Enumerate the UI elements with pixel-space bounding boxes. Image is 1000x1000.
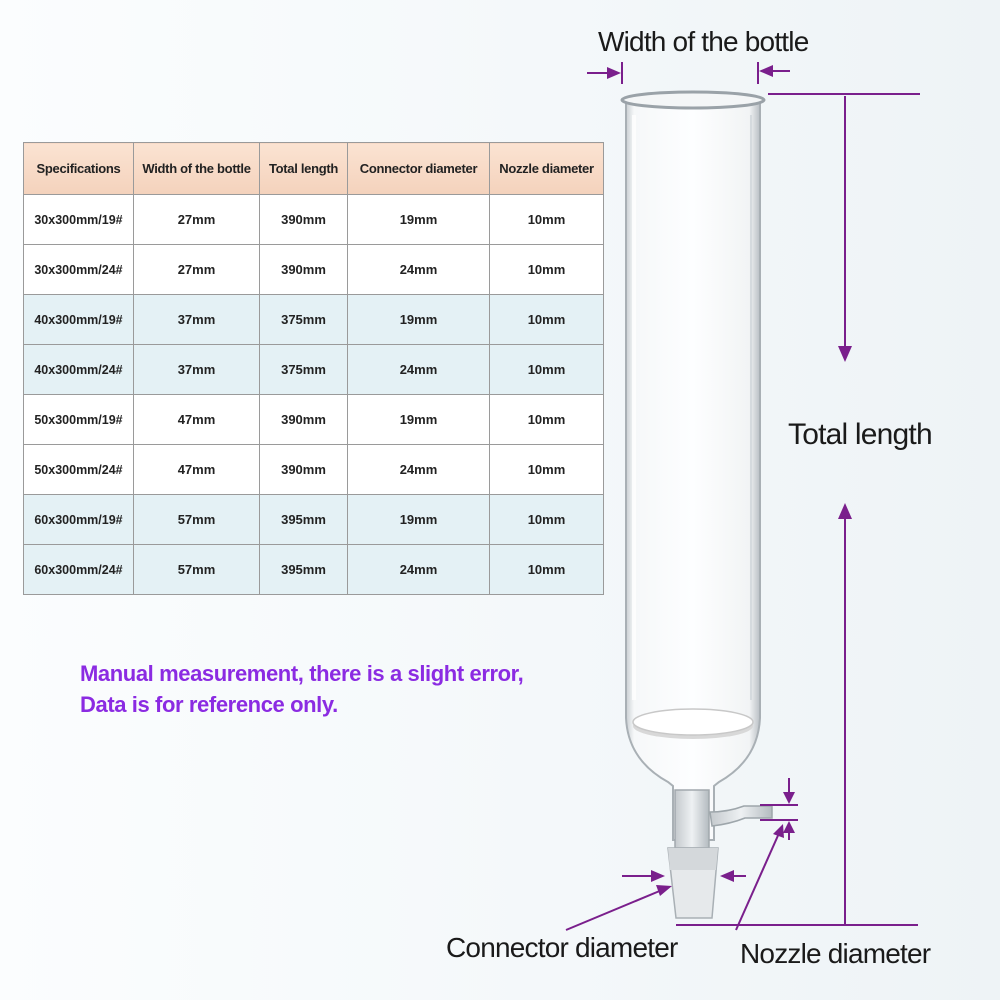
table-row: 50x300mm/24# 47mm 390mm 24mm 10mm: [23, 444, 604, 495]
cell-length: 375mm: [259, 294, 348, 345]
width-of-bottle-label: Width of the bottle: [598, 26, 809, 57]
table-row: 30x300mm/19# 27mm 390mm 19mm 10mm: [23, 194, 604, 245]
cell-connector: 19mm: [347, 394, 490, 445]
cell-connector: 24mm: [347, 444, 490, 495]
table-row: 30x300mm/24# 27mm 390mm 24mm 10mm: [23, 244, 604, 295]
width-arrows: [587, 62, 790, 84]
header-specifications: Specifications: [23, 142, 134, 195]
table-row: 60x300mm/24# 57mm 395mm 24mm 10mm: [23, 544, 604, 595]
cell-connector: 24mm: [347, 244, 490, 295]
specifications-table: Specifications Width of the bottle Total…: [23, 142, 604, 595]
nozzle-diameter-arrows: [735, 778, 798, 931]
cell-length: 395mm: [259, 544, 348, 595]
glass-column: [620, 90, 766, 841]
cell-width: 37mm: [133, 294, 260, 345]
table-row: 60x300mm/19# 57mm 395mm 19mm 10mm: [23, 494, 604, 545]
nozzle-tube: [709, 805, 773, 827]
cell-spec: 50x300mm/24#: [23, 444, 134, 495]
cell-nozzle: 10mm: [489, 444, 604, 495]
cell-length: 390mm: [259, 394, 348, 445]
table-row: 40x300mm/19# 37mm 375mm 19mm 10mm: [23, 294, 604, 345]
table-header-row: Specifications Width of the bottle Total…: [23, 142, 604, 195]
cell-nozzle: 10mm: [489, 494, 604, 545]
cell-spec: 30x300mm/19#: [23, 194, 134, 245]
cell-nozzle: 10mm: [489, 194, 604, 245]
cell-spec: 50x300mm/19#: [23, 394, 134, 445]
cell-length: 390mm: [259, 244, 348, 295]
total-length-arrows: [676, 93, 920, 926]
total-length-label: Total length: [788, 418, 933, 451]
cell-spec: 60x300mm/24#: [23, 544, 134, 595]
cell-length: 390mm: [259, 194, 348, 245]
cell-length: 395mm: [259, 494, 348, 545]
cell-width: 47mm: [133, 394, 260, 445]
cell-spec: 40x300mm/24#: [23, 344, 134, 395]
header-total-length: Total length: [259, 142, 348, 195]
cell-nozzle: 10mm: [489, 344, 604, 395]
frit-disc: [632, 708, 754, 739]
header-connector-diameter: Connector diameter: [347, 142, 490, 195]
table-row: 50x300mm/19# 47mm 390mm 19mm 10mm: [23, 394, 604, 445]
cell-width: 47mm: [133, 444, 260, 495]
cell-connector: 19mm: [347, 294, 490, 345]
header-nozzle-diameter: Nozzle diameter: [489, 142, 604, 195]
table-row: 40x300mm/24# 37mm 375mm 24mm 10mm: [23, 344, 604, 395]
measurement-note: Manual measurement, there is a slight er…: [80, 658, 524, 720]
header-width-of-bottle: Width of the bottle: [133, 142, 260, 195]
cell-spec: 40x300mm/19#: [23, 294, 134, 345]
cell-nozzle: 10mm: [489, 294, 604, 345]
cell-nozzle: 10mm: [489, 394, 604, 445]
connector-diameter-label: Connector diameter: [446, 932, 678, 963]
note-line-2: Data is for reference only.: [80, 692, 338, 717]
cell-width: 57mm: [133, 544, 260, 595]
connector-diameter-arrows: [565, 870, 746, 931]
cell-nozzle: 10mm: [489, 544, 604, 595]
cell-connector: 19mm: [347, 194, 490, 245]
cell-connector: 24mm: [347, 544, 490, 595]
cell-width: 27mm: [133, 244, 260, 295]
cell-nozzle: 10mm: [489, 244, 604, 295]
cell-connector: 19mm: [347, 494, 490, 545]
cell-spec: 60x300mm/19#: [23, 494, 134, 545]
cell-width: 57mm: [133, 494, 260, 545]
cell-width: 37mm: [133, 344, 260, 395]
cell-connector: 24mm: [347, 344, 490, 395]
nozzle-diameter-label: Nozzle diameter: [740, 938, 931, 969]
cell-length: 390mm: [259, 444, 348, 495]
cell-spec: 30x300mm/24#: [23, 244, 134, 295]
note-line-1: Manual measurement, there is a slight er…: [80, 661, 524, 686]
cell-width: 27mm: [133, 194, 260, 245]
cell-length: 375mm: [259, 344, 348, 395]
ground-joint: [667, 789, 719, 919]
